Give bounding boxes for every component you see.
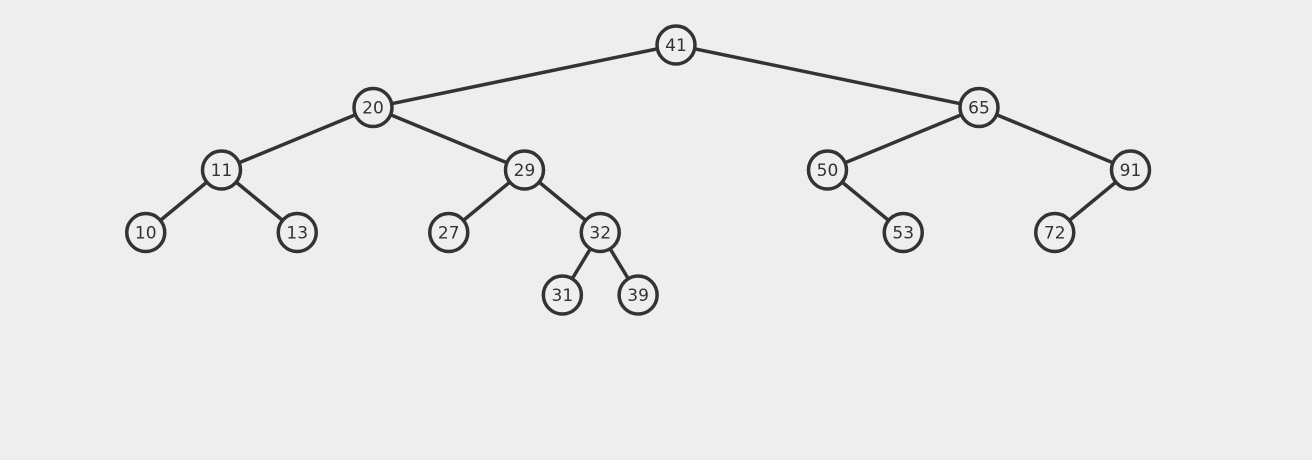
- tree-node-50: 50: [806, 149, 849, 191]
- edge-91-72: [1067, 180, 1118, 223]
- node-label: 31: [552, 286, 574, 306]
- edge-11-10: [158, 180, 209, 223]
- edge-65-50: [843, 112, 964, 165]
- node-circle: [276, 211, 318, 254]
- tree-edges: [158, 47, 1118, 281]
- node-circle: [200, 149, 243, 191]
- node-label: 20: [362, 99, 384, 119]
- node-label: 41: [665, 36, 687, 56]
- tree-node-11: 11: [200, 149, 243, 191]
- edge-32-39: [608, 246, 631, 281]
- node-label: 27: [438, 224, 460, 244]
- tree-node-53: 53: [882, 211, 924, 254]
- node-circle: [503, 149, 546, 191]
- node-label: 39: [627, 286, 649, 306]
- node-label: 29: [514, 161, 536, 181]
- node-circle: [1034, 211, 1076, 254]
- node-circle: [352, 86, 394, 129]
- node-circle: [617, 274, 659, 316]
- tree-node-20: 20: [352, 86, 394, 129]
- tree-node-31: 31: [541, 274, 584, 316]
- node-label: 72: [1044, 224, 1066, 244]
- edge-20-29: [388, 112, 509, 165]
- node-label: 32: [589, 224, 611, 244]
- edge-50-53: [840, 180, 891, 223]
- tree-nodes: 10 13 11 27 31 39 32 29 20 53 50 72 91 65 41: [125, 24, 1152, 316]
- tree-node-39: 39: [617, 274, 659, 316]
- edge-65-91: [994, 112, 1115, 165]
- node-label: 10: [135, 224, 157, 244]
- tree-node-41: 41: [655, 24, 697, 66]
- node-circle: [1109, 149, 1152, 191]
- node-circle: [806, 149, 849, 191]
- node-label: 53: [892, 224, 914, 244]
- node-circle: [541, 274, 584, 316]
- tree-node-91: 91: [1109, 149, 1152, 191]
- node-label: 91: [1120, 161, 1142, 181]
- edge-32-31: [570, 246, 593, 281]
- node-label: 50: [817, 161, 839, 181]
- edge-29-27: [461, 180, 512, 223]
- node-circle: [428, 211, 470, 254]
- tree-node-32: 32: [579, 211, 621, 254]
- node-circle: [882, 211, 924, 254]
- tree-node-29: 29: [503, 149, 546, 191]
- tree-node-65: 65: [958, 86, 1000, 129]
- edge-11-13: [234, 180, 285, 223]
- edge-20-11: [237, 112, 358, 165]
- node-circle: [125, 211, 167, 254]
- node-label: 65: [968, 99, 990, 119]
- tree-node-13: 13: [276, 211, 318, 254]
- tree-node-72: 72: [1034, 211, 1076, 254]
- node-circle: [655, 24, 697, 66]
- edge-41-20: [389, 47, 660, 106]
- node-circle: [579, 211, 621, 254]
- node-label: 13: [286, 224, 308, 244]
- node-label: 11: [211, 161, 233, 181]
- edge-29-32: [537, 180, 588, 223]
- node-circle: [958, 86, 1000, 129]
- edge-41-65: [692, 47, 963, 106]
- tree-node-27: 27: [428, 211, 470, 254]
- tree-node-10: 10: [125, 211, 167, 254]
